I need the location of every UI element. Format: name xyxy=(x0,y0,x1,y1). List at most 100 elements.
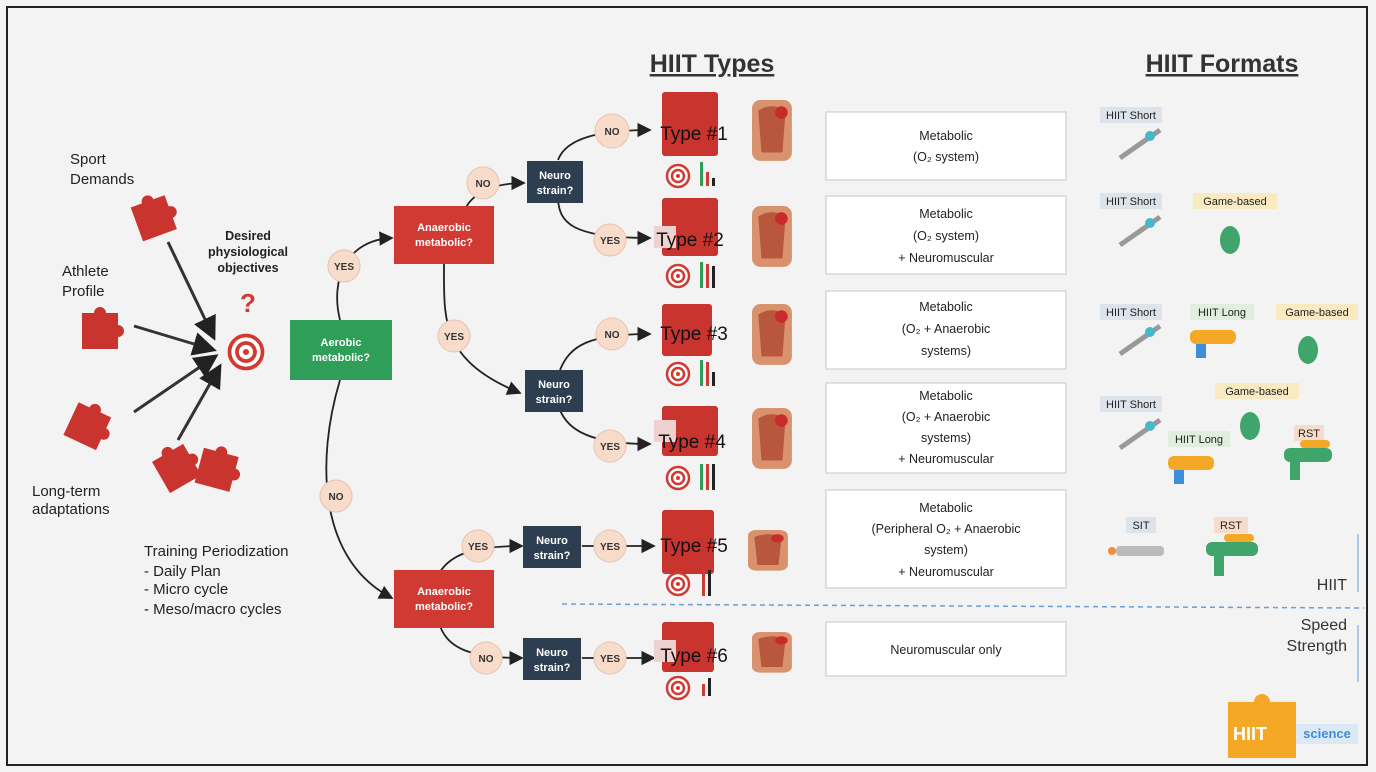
svg-text:Metabolic: Metabolic xyxy=(919,389,973,403)
question-mark-icon: ? xyxy=(240,288,256,318)
muscle-heart-icon xyxy=(752,408,792,469)
yes-pill-neuro-3: YES xyxy=(600,542,620,553)
desc-box-3: Metabolic (O₂ + Anaerobic systems) xyxy=(825,290,1067,370)
svg-text:Aerobic: Aerobic xyxy=(321,337,362,349)
svg-text:Anaerobic: Anaerobic xyxy=(417,586,471,598)
svg-text:- Meso/macro cycles: - Meso/macro cycles xyxy=(144,601,282,618)
svg-text:metabolic?: metabolic? xyxy=(312,352,370,364)
svg-text:strain?: strain? xyxy=(534,662,571,674)
svg-text:Type #2: Type #2 xyxy=(656,230,724,251)
strength-side-label: Strength xyxy=(1287,638,1347,655)
svg-text:(O₂ + Anaerobic: (O₂ + Anaerobic xyxy=(902,410,991,424)
svg-text:Metabolic: Metabolic xyxy=(919,129,973,143)
svg-text:Neuromuscular only: Neuromuscular only xyxy=(890,643,1002,657)
svg-text:HIIT Long: HIIT Long xyxy=(1198,307,1246,319)
yes-pill-neuro-4: YES xyxy=(600,654,620,665)
formats-row-2: HIIT Short Game-based xyxy=(1100,193,1277,254)
desc-box-6: Neuromuscular only xyxy=(825,621,1067,677)
svg-text:- Micro cycle: - Micro cycle xyxy=(144,581,228,598)
svg-text:Type #4: Type #4 xyxy=(658,432,726,453)
long-term-adaptations-label: Long-term adaptations xyxy=(32,483,110,518)
muscle-heart-icon xyxy=(752,100,792,161)
speed-side-label: Speed xyxy=(1301,617,1347,634)
svg-text:HIIT Short: HIIT Short xyxy=(1106,196,1156,208)
formats-row-4: HIIT Short Game-based HIIT Long RST xyxy=(1100,383,1332,484)
svg-text:Type #1: Type #1 xyxy=(660,124,728,145)
no-pill-aerobic: NO xyxy=(329,492,344,503)
svg-text:science: science xyxy=(1303,726,1351,741)
svg-text:(Peripheral O₂ + Anaerobic: (Peripheral O₂ + Anaerobic xyxy=(871,522,1020,536)
svg-text:+ Neuromuscular: + Neuromuscular xyxy=(898,452,994,466)
svg-text:Anaerobic: Anaerobic xyxy=(417,222,471,234)
svg-text:systems): systems) xyxy=(921,431,971,445)
sport-puzzle-icon xyxy=(128,187,183,242)
svg-text:Long-term: Long-term xyxy=(32,483,100,500)
svg-text:HIIT Long: HIIT Long xyxy=(1175,434,1223,446)
desc-box-5: Metabolic (Peripheral O₂ + Anaerobic sys… xyxy=(825,489,1067,589)
svg-text:Neuro: Neuro xyxy=(539,170,571,182)
hiit-formats-heading: HIIT Formats xyxy=(1146,50,1299,78)
svg-text:Type #3: Type #3 xyxy=(660,324,728,345)
formats-row-5: SIT RST xyxy=(1108,517,1258,576)
svg-text:Neuro: Neuro xyxy=(536,647,568,659)
svg-text:Desired: Desired xyxy=(225,229,271,243)
no-pill-anaerobic-bottom: NO xyxy=(479,654,494,665)
yes-pill-neuro-1: YES xyxy=(600,236,620,247)
svg-text:RST: RST xyxy=(1220,520,1242,532)
svg-text:+ Neuromuscular: + Neuromuscular xyxy=(898,251,994,265)
svg-text:Sport: Sport xyxy=(70,151,107,168)
divider-line xyxy=(561,603,1365,609)
longterm-puzzle-icon-2 xyxy=(149,435,207,494)
athlete-puzzle-icon xyxy=(82,307,124,349)
svg-text:Demands: Demands xyxy=(70,171,134,188)
svg-text:Metabolic: Metabolic xyxy=(919,207,973,221)
desc-box-4: Metabolic (O₂ + Anaerobic systems) + Neu… xyxy=(825,382,1067,474)
hiit-side-label: HIIT xyxy=(1317,577,1347,594)
type-row-4: Type #4 xyxy=(654,406,792,491)
desired-objectives-label: Desired physiological objectives xyxy=(208,229,288,275)
svg-text:adaptations: adaptations xyxy=(32,501,110,518)
svg-text:RST: RST xyxy=(1298,428,1320,440)
svg-text:strain?: strain? xyxy=(537,185,574,197)
muscle-heart-icon xyxy=(752,206,792,267)
svg-text:SIT: SIT xyxy=(1132,520,1149,532)
svg-text:Type #6: Type #6 xyxy=(660,646,728,667)
type-row-1: Type #1 xyxy=(660,92,792,189)
svg-text:Training Periodization: Training Periodization xyxy=(144,543,289,560)
anaerobic-decision-top: Anaerobic metabolic? xyxy=(394,206,494,264)
neuro-decision-1: Neuro strain? xyxy=(527,161,583,203)
aerobic-decision: Aerobic metabolic? xyxy=(290,320,392,380)
no-pill-neuro-1: NO xyxy=(605,127,620,138)
svg-text:Game-based: Game-based xyxy=(1285,307,1349,319)
anaerobic-decision-bottom: Anaerobic metabolic? xyxy=(394,570,494,628)
svg-text:Metabolic: Metabolic xyxy=(919,300,973,314)
svg-text:objectives: objectives xyxy=(217,261,278,275)
svg-text:Neuro: Neuro xyxy=(538,379,570,391)
yes-pill-anaerobic-top: YES xyxy=(444,332,464,343)
type-row-3: Type #3 xyxy=(660,304,792,387)
svg-text:+ Neuromuscular: + Neuromuscular xyxy=(898,565,994,579)
yes-pill-aerobic: YES xyxy=(334,262,354,273)
longterm-puzzle-icon xyxy=(63,396,120,453)
formats-row-3: HIIT Short HIIT Long Game-based xyxy=(1100,304,1358,364)
desc-box-2: Metabolic (O₂ system) + Neuromuscular xyxy=(825,195,1067,275)
hiit-types-heading: HIIT Types xyxy=(650,50,775,78)
muscle-heart-icon xyxy=(752,304,792,365)
type-row-2: Type #2 xyxy=(654,198,792,289)
neuro-decision-2: Neuro strain? xyxy=(525,370,583,412)
svg-text:physiological: physiological xyxy=(208,245,288,259)
svg-text:Game-based: Game-based xyxy=(1225,386,1289,398)
svg-text:HIIT Short: HIIT Short xyxy=(1106,399,1156,411)
svg-text:strain?: strain? xyxy=(534,550,571,562)
svg-text:Game-based: Game-based xyxy=(1203,196,1267,208)
svg-text:HIIT Short: HIIT Short xyxy=(1106,307,1156,319)
sport-demands-label: Sport Demands xyxy=(70,151,134,188)
longterm-puzzle-icon-3 xyxy=(194,441,247,494)
no-pill-anaerobic-top: NO xyxy=(476,179,491,190)
type-row-6: Type #6 xyxy=(654,622,792,701)
svg-text:system): system) xyxy=(924,543,968,557)
svg-text:HIIT Short: HIIT Short xyxy=(1106,110,1156,122)
svg-text:metabolic?: metabolic? xyxy=(415,601,473,613)
no-pill-neuro-2: NO xyxy=(605,330,620,341)
svg-text:Profile: Profile xyxy=(62,283,105,300)
